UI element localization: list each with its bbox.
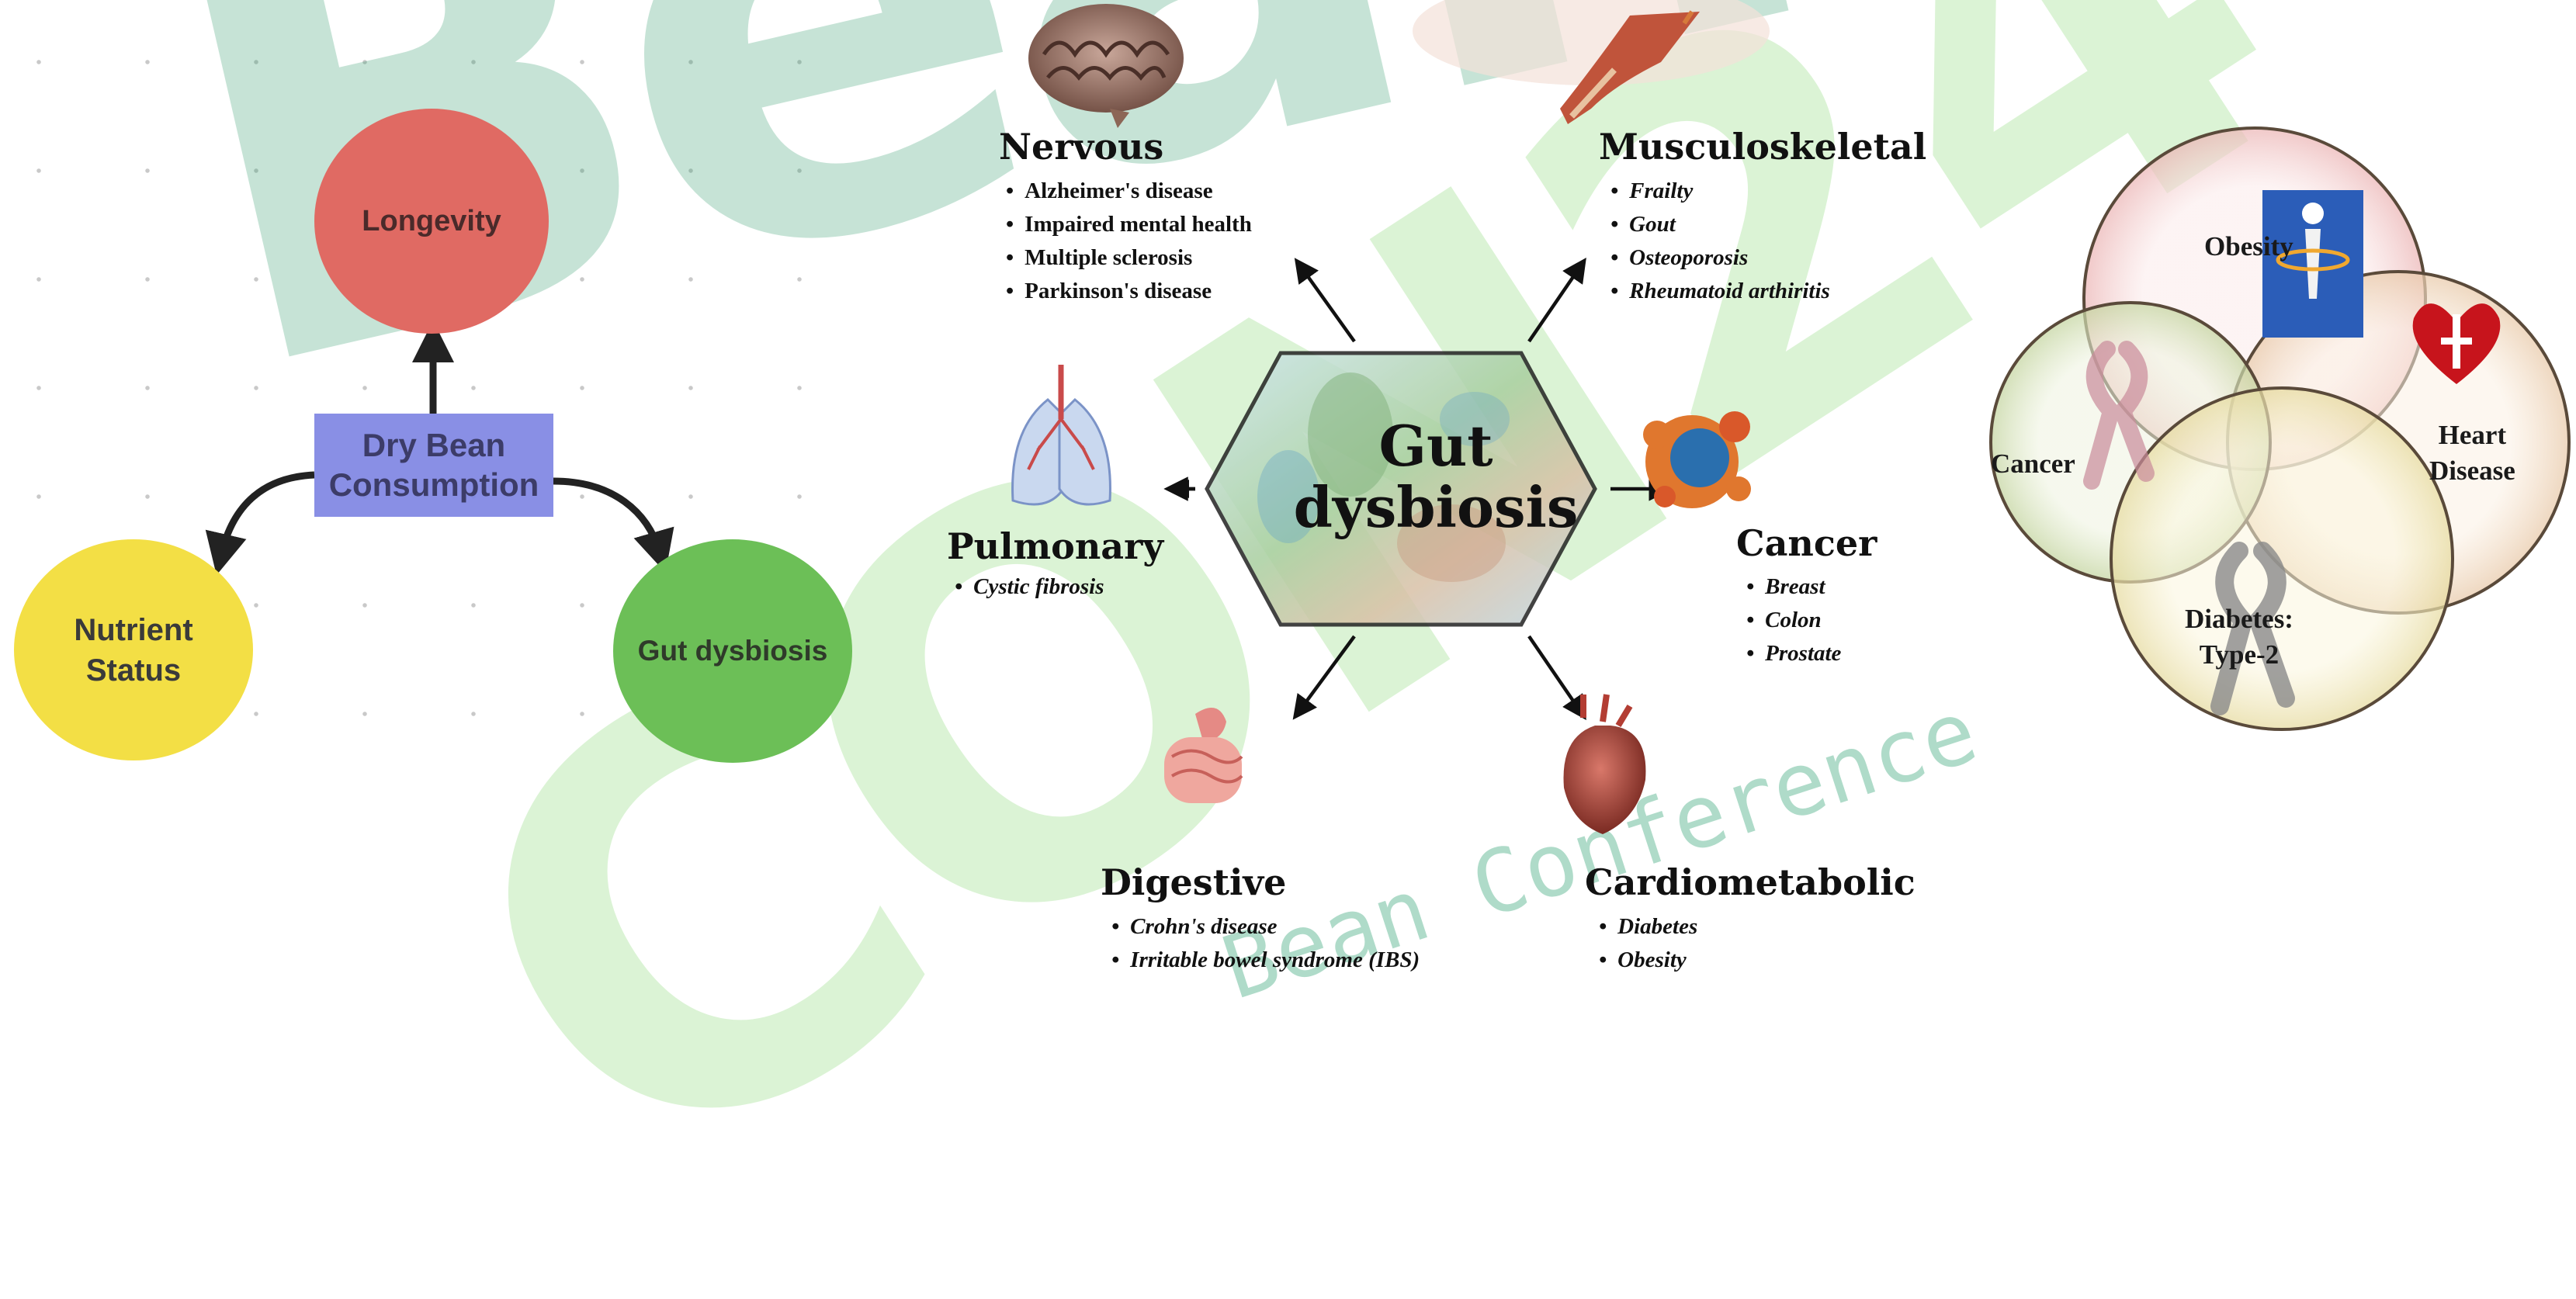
musculoskeletal-item: Frailty bbox=[1610, 175, 1830, 208]
gut-dysbiosis-node: Gut dysbiosis bbox=[613, 539, 852, 763]
cancer-list: Breast Colon Prostate bbox=[1746, 570, 1841, 670]
pulmonary-title: Pulmonary bbox=[947, 525, 1163, 567]
digestive-item: Crohn's disease bbox=[1111, 910, 1420, 944]
pulmonary-item: Cystic fibrosis bbox=[955, 570, 1104, 604]
musculoskeletal-item: Rheumatoid arthiritis bbox=[1610, 275, 1830, 308]
cardiometabolic-item: Obesity bbox=[1599, 944, 1697, 977]
heart-line-1: Heart bbox=[2429, 417, 2515, 453]
dry-bean-line-1: Dry Bean bbox=[362, 426, 505, 465]
hub-line-2: dysbiosis bbox=[1273, 476, 1599, 538]
venn-label-cancer: Cancer bbox=[1991, 446, 2075, 482]
musculoskeletal-item: Gout bbox=[1610, 208, 1830, 241]
nutrient-line-1: Nutrient bbox=[74, 610, 192, 650]
nutrient-line-2: Status bbox=[86, 650, 181, 691]
nervous-item: Impaired mental health bbox=[1006, 208, 1252, 241]
brain-icon bbox=[1028, 4, 1184, 128]
pulmonary-arrowhead bbox=[1172, 480, 1189, 498]
nervous-item: Multiple sclerosis bbox=[1006, 241, 1252, 275]
dry-bean-line-2: Consumption bbox=[329, 466, 539, 504]
digestive-list: Crohn's disease Irritable bowel syndrome… bbox=[1111, 910, 1420, 977]
pulmonary-list: Cystic fibrosis bbox=[955, 570, 1104, 604]
cancer-title: Cancer bbox=[1736, 522, 1877, 564]
gut-dysbiosis-label: Gut dysbiosis bbox=[638, 635, 828, 667]
lungs-icon bbox=[1013, 365, 1111, 504]
nervous-title: Nervous bbox=[999, 126, 1163, 168]
digestive-title: Digestive bbox=[1101, 861, 1286, 903]
cancer-item: Prostate bbox=[1746, 637, 1841, 670]
nutrient-status-node: Nutrient Status bbox=[14, 539, 253, 760]
heart-line-2: Disease bbox=[2429, 453, 2515, 489]
digestive-item: Irritable bowel syndrome (IBS) bbox=[1111, 944, 1420, 977]
cardiometabolic-title: Cardiometabolic bbox=[1585, 861, 1916, 903]
heart-icon bbox=[1564, 695, 1646, 834]
hub-label: Gut dysbiosis bbox=[1273, 415, 1599, 538]
musculoskeletal-item: Osteoporosis bbox=[1610, 241, 1830, 275]
cardiometabolic-item: Diabetes bbox=[1599, 910, 1697, 944]
hub-line-1: Gut bbox=[1273, 415, 1599, 476]
longevity-node: Longevity bbox=[314, 109, 549, 334]
dry-bean-consumption-box: Dry Bean Consumption bbox=[314, 414, 553, 517]
venn-label-diabetes: Diabetes: Type-2 bbox=[2185, 601, 2293, 672]
cancer-item: Breast bbox=[1746, 570, 1841, 604]
arm-muscle-icon bbox=[1413, 0, 1770, 124]
longevity-label: Longevity bbox=[362, 205, 501, 238]
nervous-item: Parkinson's disease bbox=[1006, 275, 1252, 308]
nervous-item: Alzheimer's disease bbox=[1006, 175, 1252, 208]
musculoskeletal-list: Frailty Gout Osteoporosis Rheumatoid art… bbox=[1610, 175, 1830, 308]
musculoskeletal-title: Musculoskeletal bbox=[1599, 126, 1926, 168]
diabetes-line-1: Diabetes: bbox=[2185, 601, 2293, 637]
venn-label-obesity: Obesity bbox=[2204, 229, 2293, 265]
cancer-cell-icon bbox=[1643, 411, 1751, 508]
cardiometabolic-list: Diabetes Obesity bbox=[1599, 910, 1697, 977]
venn-label-heart-disease: Heart Disease bbox=[2429, 417, 2515, 488]
intestine-icon bbox=[1164, 708, 1242, 803]
nervous-list: Alzheimer's disease Impaired mental heal… bbox=[1006, 175, 1252, 308]
diabetes-line-2: Type-2 bbox=[2185, 637, 2293, 673]
cancer-item: Colon bbox=[1746, 604, 1841, 637]
